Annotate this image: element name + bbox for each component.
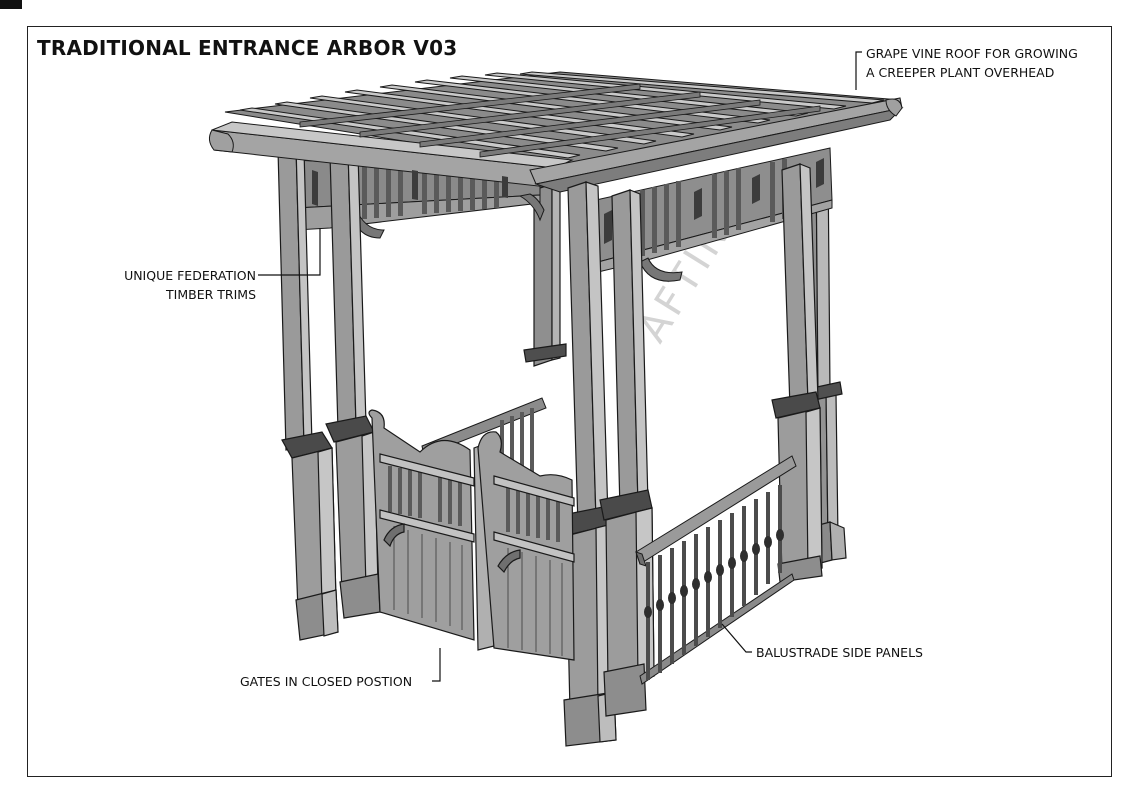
callout-trims: UNIQUE FEDERATION TIMBER TRIMS [100, 266, 256, 304]
callout-trims-line1: UNIQUE FEDERATION [124, 268, 256, 283]
callout-gates-line1: GATES IN CLOSED POSTION [240, 674, 413, 689]
callout-roof: GRAPE VINE ROOF FOR GROWING A CREEPER PL… [866, 44, 1078, 82]
left-frieze-ornaments [312, 170, 508, 206]
gates [368, 409, 575, 661]
corner-mark [0, 0, 22, 9]
callout-roof-line2: A CREEPER PLANT OVERHEAD [866, 65, 1055, 80]
callout-balustrade: BALUSTRADE SIDE PANELS [756, 643, 923, 662]
left-posts [277, 145, 381, 641]
pergola-roof [208, 71, 904, 193]
callout-gates: GATES IN CLOSED POSTION [240, 672, 412, 691]
callout-trims-line2: TIMBER TRIMS [166, 287, 256, 302]
front-posts [557, 163, 823, 747]
side-balustrade [635, 455, 797, 685]
callout-balustrade-line1: BALUSTRADE SIDE PANELS [756, 645, 923, 660]
drawing-title: TRADITIONAL ENTRANCE ARBOR V03 [37, 36, 458, 60]
leader-lines [258, 51, 862, 682]
callout-roof-line1: GRAPE VINE ROOF FOR GROWING [866, 46, 1078, 61]
